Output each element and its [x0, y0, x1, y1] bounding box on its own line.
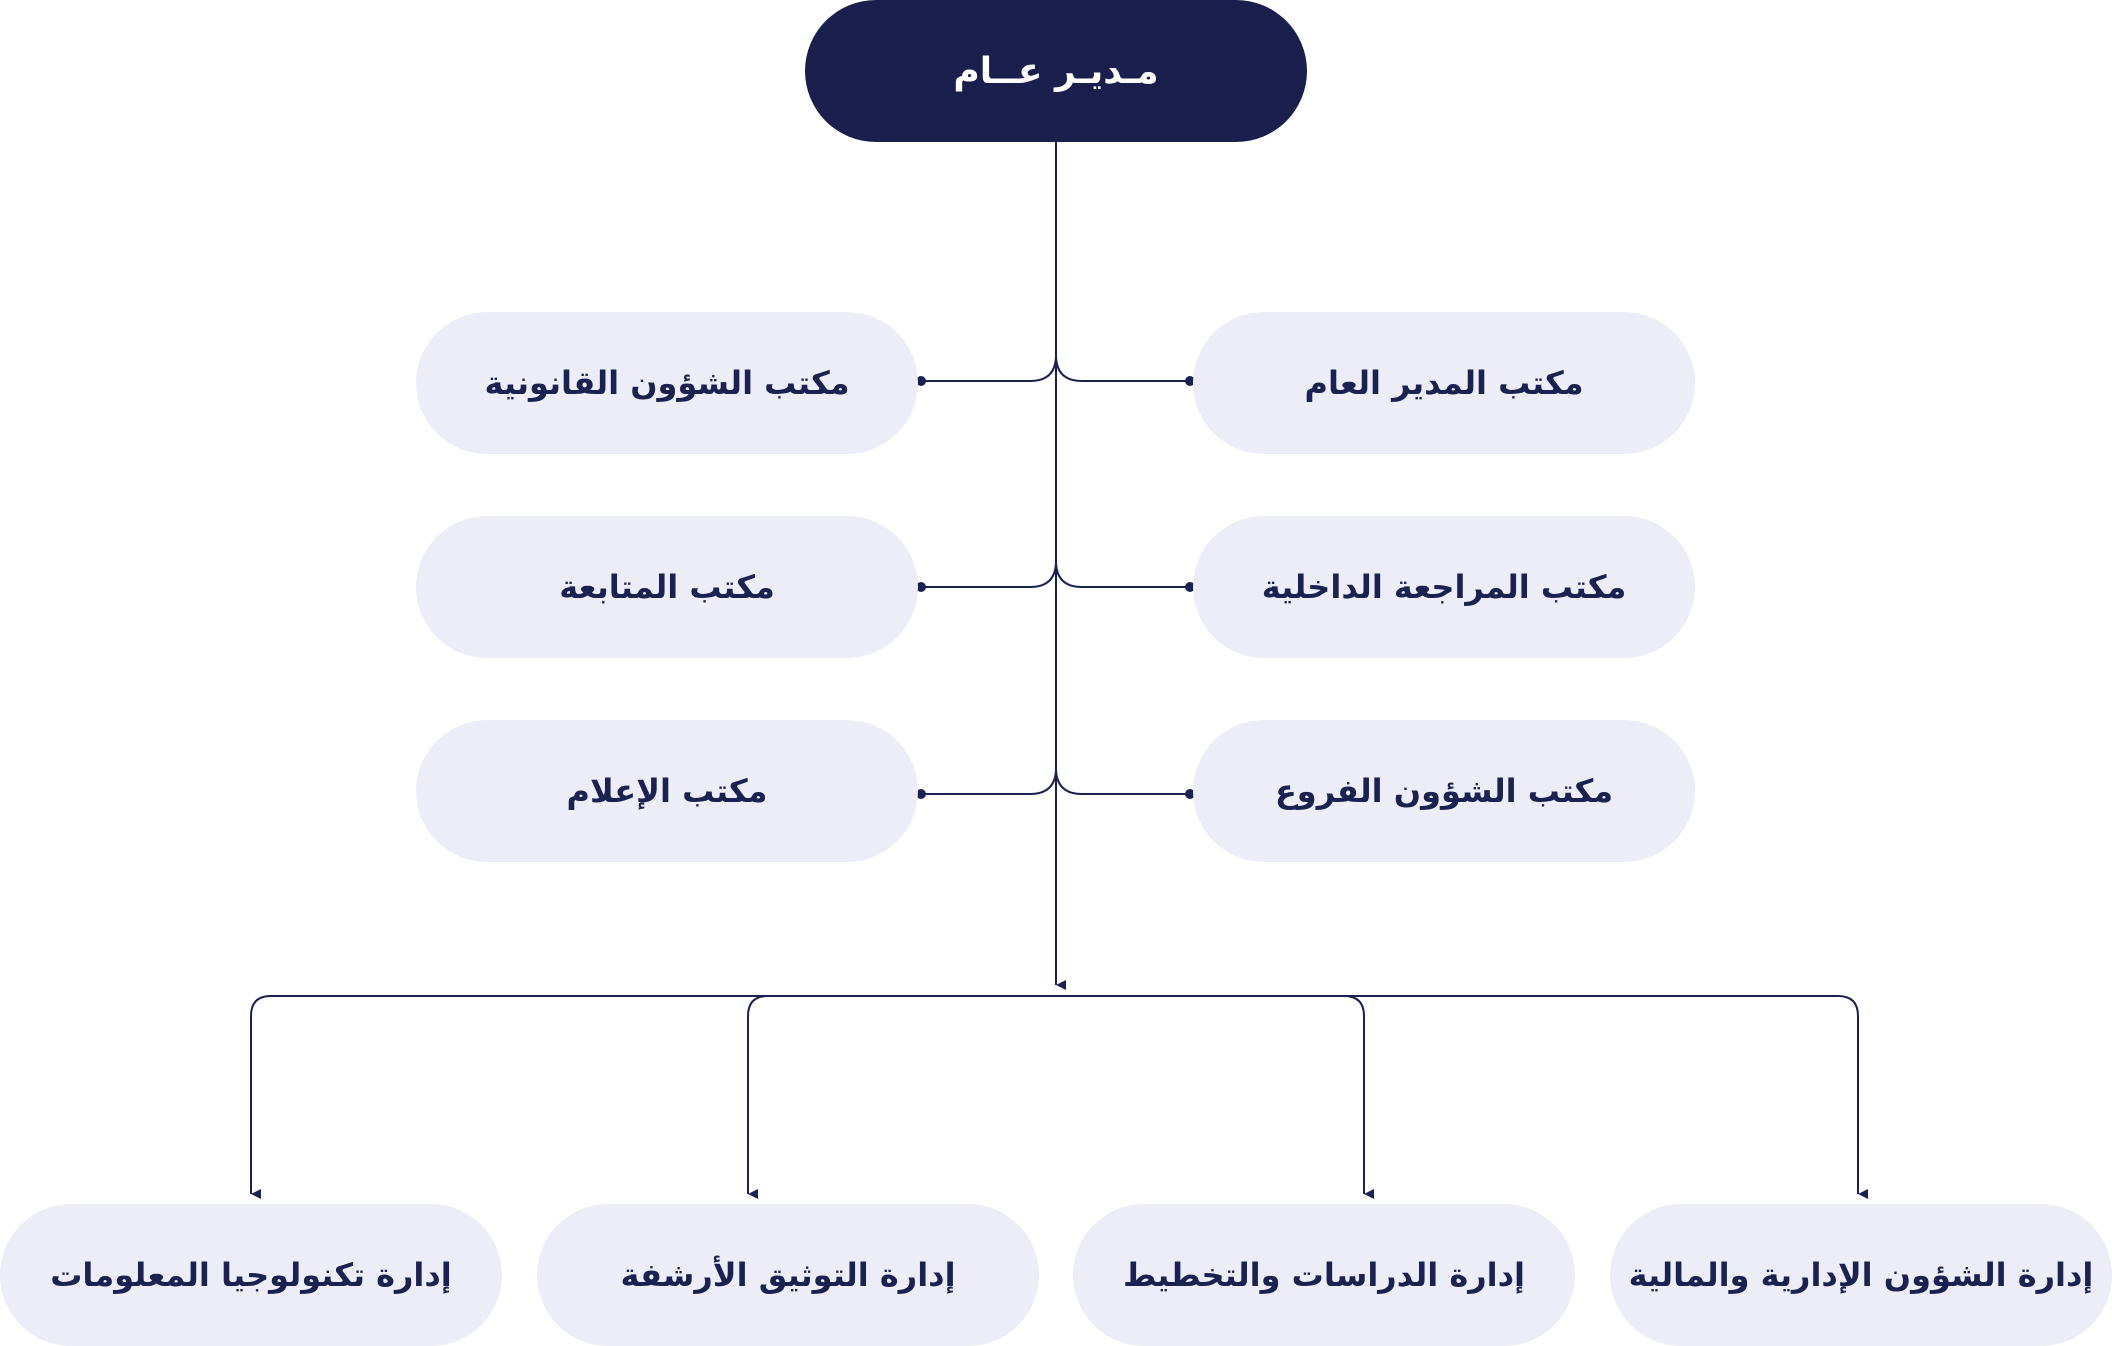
branch-office-audit: [1055, 560, 1190, 588]
dot-office-legal: [916, 376, 926, 386]
branch-office-branch: [1055, 767, 1190, 795]
node-label: إدارة تكنولوجيا المعلومات: [50, 1256, 452, 1294]
branch-office-legal: [921, 354, 1057, 382]
root-node-general-manager: مـديـر عــام: [805, 0, 1307, 142]
dot-office-gm: [1185, 376, 1195, 386]
node-label: إدارة الدراسات والتخطيط: [1123, 1256, 1525, 1294]
node-office-general-manager: مكتب المدير العام: [1193, 312, 1695, 454]
node-office-legal-affairs: مكتب الشؤون القانونية: [416, 312, 918, 454]
dot-office-media: [916, 789, 926, 799]
node-office-internal-audit: مكتب المراجعة الداخلية: [1193, 516, 1695, 658]
node-office-follow-up: مكتب المتابعة: [416, 516, 918, 658]
node-office-branch-affairs: مكتب الشؤون الفروع: [1193, 720, 1695, 862]
dept-connector-studies: [1056, 995, 1374, 1199]
node-label: مكتب الإعلام: [566, 772, 768, 810]
node-label: مكتب المراجعة الداخلية: [1261, 568, 1627, 606]
node-office-media: مكتب الإعلام: [416, 720, 918, 862]
dept-connector-it: [250, 995, 1056, 1199]
node-label: إدارة الشؤون الإدارية والمالية: [1628, 1256, 2094, 1294]
branch-office-follow: [921, 560, 1057, 588]
branch-office-media: [921, 767, 1057, 795]
node-dept-studies-planning: إدارة الدراسات والتخطيط: [1073, 1204, 1575, 1346]
node-dept-documentation-archive: إدارة التوثيق الأرشفة: [537, 1204, 1039, 1346]
dept-connector-admin: [1056, 995, 1868, 1199]
node-dept-information-technology: إدارة تكنولوجيا المعلومات: [0, 1204, 502, 1346]
dept-connector-archive: [747, 995, 1056, 1199]
node-dept-admin-finance: إدارة الشؤون الإدارية والمالية: [1610, 1204, 2112, 1346]
root-node-label: مـديـر عــام: [953, 50, 1159, 92]
node-label: مكتب الشؤون الفروع: [1274, 772, 1614, 810]
dot-office-follow: [916, 582, 926, 592]
node-label: مكتب الشؤون القانونية: [484, 364, 850, 402]
node-label: مكتب المدير العام: [1304, 364, 1584, 402]
dot-office-audit: [1185, 582, 1195, 592]
node-label: مكتب المتابعة: [559, 568, 775, 606]
branch-office-gm: [1055, 354, 1190, 382]
node-label: إدارة التوثيق الأرشفة: [620, 1256, 956, 1294]
dot-office-branch: [1185, 789, 1195, 799]
